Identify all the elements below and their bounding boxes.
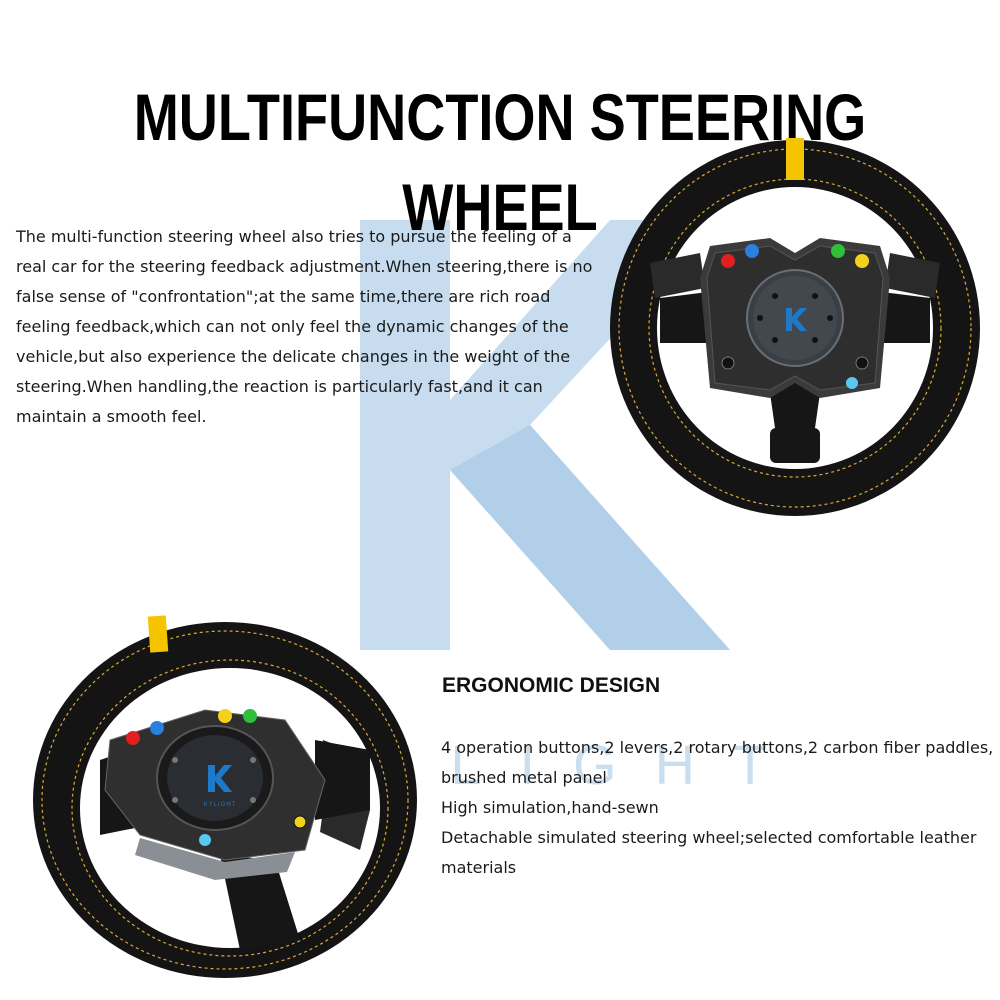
button-green-angled (243, 709, 257, 723)
button-cyan (846, 377, 858, 389)
button-yellow-angled (218, 709, 232, 723)
rotary-knob-left (721, 356, 735, 370)
top-center-marker (786, 138, 804, 180)
ergonomic-heading: ERGONOMIC DESIGN (442, 674, 661, 697)
steering-wheel-angled-image: KYLIGHT (33, 615, 417, 978)
paddle-shifters (650, 253, 940, 298)
hub-brand-text: KYLIGHT (204, 802, 237, 808)
rotary-knob-angled (293, 815, 307, 829)
steering-wheel-front-image (610, 138, 980, 516)
feature-item: Detachable simulated steering wheel;sele… (441, 828, 977, 877)
top-center-marker-angled (147, 615, 169, 653)
ergonomic-feature-list: 4 operation buttons,2 levers,2 rotary bu… (441, 733, 996, 883)
button-blue (745, 244, 759, 258)
hub-k-logo-angled (208, 765, 232, 792)
watermark-brand-word: KLIGHT (375, 733, 806, 796)
feature-item: High simulation,hand-sewn (441, 798, 659, 817)
intro-paragraph: The multi-function steering wheel also t… (16, 227, 593, 426)
button-red-angled (126, 731, 140, 745)
button-cyan-angled (199, 834, 211, 846)
rotary-knob-right (855, 356, 869, 370)
watermark-k-logo (360, 220, 730, 650)
button-blue-angled (150, 721, 164, 735)
button-green (831, 244, 845, 258)
feature-item: 4 operation buttons,2 levers,2 rotary bu… (441, 738, 994, 787)
page-title: MULTIFUNCTION STEERING WHEEL (133, 80, 867, 245)
button-red (721, 254, 735, 268)
hub-k-logo (786, 308, 807, 331)
button-yellow (855, 254, 869, 268)
